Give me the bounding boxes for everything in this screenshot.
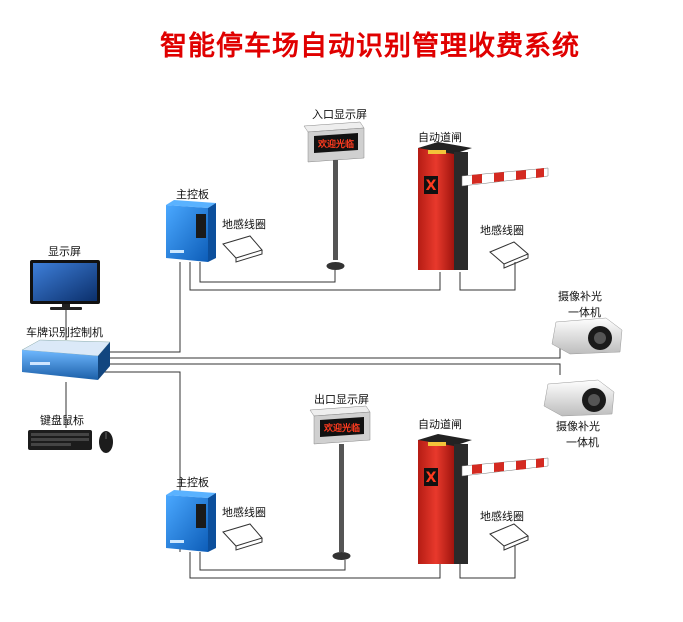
- lower-camera-icon: [543, 379, 615, 417]
- label-lower-barrier-coil: 地感线圈: [480, 510, 524, 523]
- label-lower-camera-line1: 摄像补光: [556, 420, 600, 433]
- upper-camera-icon: [551, 317, 623, 355]
- exit-display-sign-icon: [309, 405, 371, 560]
- lower-barrier-coil-icon: [489, 523, 529, 551]
- label-lpr-controller: 车牌识别控制机: [26, 326, 103, 339]
- label-lower-main-board: 主控板: [176, 476, 209, 489]
- lower-board-coil-icon: [222, 523, 263, 551]
- svg-text:X: X: [426, 178, 437, 194]
- label-exit-display: 出口显示屏: [314, 393, 369, 406]
- controller-icon: [21, 339, 111, 380]
- lower-main-board-icon: [166, 490, 216, 552]
- label-upper-camera-line1: 摄像补光: [558, 290, 602, 303]
- upper-board-coil-icon: [222, 235, 263, 263]
- wire-upper-board-display: [199, 262, 336, 283]
- wire-controller-upper-camera: [104, 345, 561, 359]
- mouse-icon: [99, 431, 113, 453]
- lower-barrier-gate-icon: X: [418, 434, 549, 564]
- label-lower-camera-line2: 一体机: [566, 436, 599, 449]
- entry-display-sign-icon: [303, 121, 365, 270]
- label-upper-barrier: 自动道闸: [418, 131, 462, 144]
- label-lower-barrier: 自动道闸: [418, 418, 462, 431]
- label-keyboard-mouse: 键盘鼠标: [40, 414, 84, 427]
- upper-barrier-coil-icon: [489, 241, 529, 269]
- exit-led-text: 欢迎光临: [323, 422, 360, 434]
- wire-lower-board-barrier: [189, 552, 441, 579]
- label-upper-camera-line2: 一体机: [568, 306, 601, 319]
- svg-text:X: X: [426, 470, 437, 486]
- label-upper-barrier-coil: 地感线圈: [480, 224, 524, 237]
- wire-upper-barrier-coil: [459, 262, 516, 291]
- label-upper-main-board: 主控板: [176, 188, 209, 201]
- entry-led-text: 欢迎光临: [317, 138, 354, 150]
- label-monitor: 显示屏: [48, 245, 81, 258]
- label-upper-board-coil: 地感线圈: [222, 218, 266, 231]
- wiring: [65, 262, 561, 579]
- page-title: 智能停车场自动识别管理收费系统: [160, 31, 580, 62]
- wire-upper-board-barrier: [189, 262, 441, 291]
- wire-lower-board-display: [199, 552, 346, 571]
- upper-barrier-gate-icon: X: [418, 142, 549, 270]
- upper-main-board-icon: [166, 200, 216, 262]
- label-lower-board-coil: 地感线圈: [222, 506, 266, 519]
- keyboard-icon: [28, 430, 92, 450]
- label-entry-display: 入口显示屏: [312, 108, 367, 121]
- wire-controller-lower-camera: [104, 363, 561, 375]
- wire-controller-upper-board: [104, 262, 181, 353]
- wire-lower-barrier-coil: [459, 546, 516, 579]
- monitor-icon: [30, 260, 100, 310]
